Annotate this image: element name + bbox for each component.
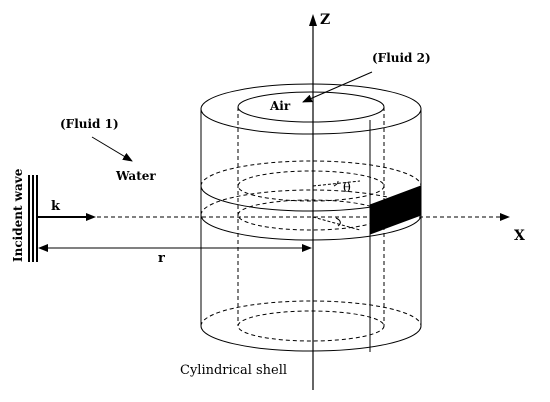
x-axis-label: X [514, 228, 525, 244]
slice-outer-top-back [200, 160, 422, 187]
outer-cylinder-bottom-front [200, 325, 422, 352]
slice-outer-bottom-back [200, 189, 422, 216]
r-label: r [158, 251, 165, 266]
inner-cylinder-top [237, 91, 385, 123]
slice-inner-top [237, 170, 385, 202]
water-label: Water [115, 169, 156, 183]
z-axis-label: Z [320, 12, 330, 28]
fluid1-label: (Fluid 1) [60, 117, 119, 131]
z-axis-arrowhead [309, 14, 317, 26]
slice-inner-bottom [237, 199, 385, 231]
fluid2-label: (Fluid 2) [372, 51, 431, 65]
inner-cylinder-bottom [237, 310, 385, 342]
r-arrowhead-right [302, 244, 312, 252]
r-arrowhead-left [38, 244, 48, 252]
fluid1-pointer [91, 136, 133, 162]
k-label: k [51, 199, 61, 214]
x-axis-arrowhead [500, 213, 510, 221]
theta-radius-line-lower [312, 216, 361, 231]
theta-label: θ [343, 181, 351, 196]
outer-cylinder-bottom-back [200, 300, 422, 327]
slice-outer-bottom-front [200, 214, 422, 241]
theta-arc-lower [335, 217, 341, 227]
shell-element-strip [369, 185, 422, 235]
fluid2-pointer [302, 71, 373, 103]
theta-arc-upper [333, 180, 339, 187]
theta-radius-line-upper [312, 180, 361, 187]
caption-label: Cylindrical shell [180, 363, 287, 378]
k-vector-arrowhead [86, 213, 96, 221]
air-label: Air [269, 99, 291, 113]
incident-wave-label: Incident wave [11, 168, 25, 262]
